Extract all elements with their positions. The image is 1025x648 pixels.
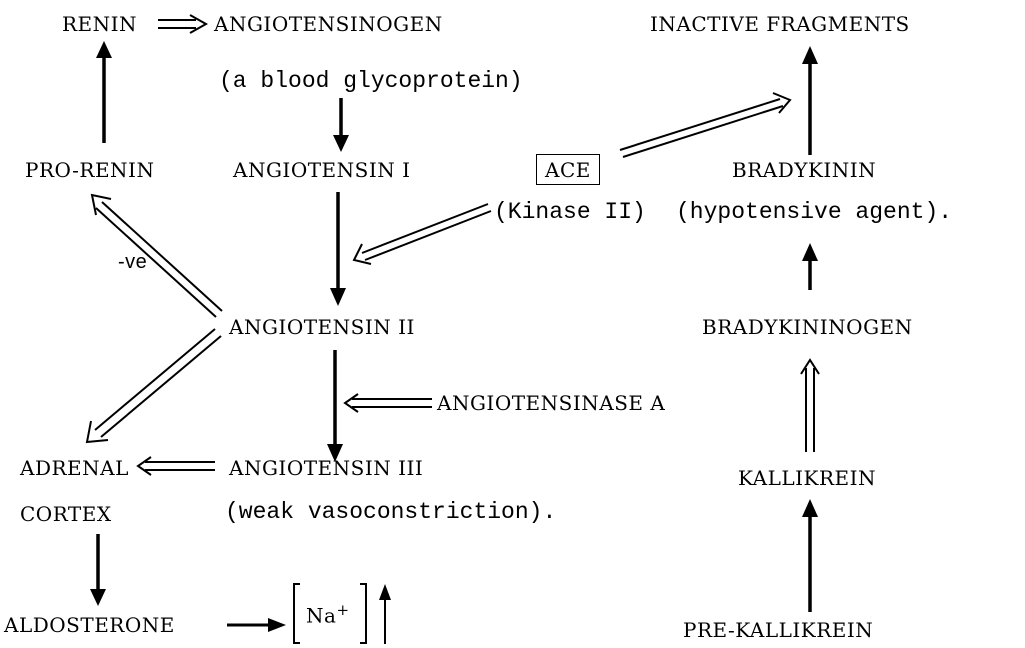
sodium-increase-arrow <box>379 584 391 644</box>
arrow-kallikrein-to-bradykininogen <box>800 358 820 452</box>
arrow-angiotensin-1-to-angiotensin-2 <box>330 192 346 306</box>
sodium-concentration-brackets <box>293 583 367 644</box>
arrow-ace-acts-on-angiotensin-1 <box>352 203 492 265</box>
label-negative-feedback: -ve <box>118 251 148 273</box>
arrow-negative-feedback-to-prorenin <box>90 193 223 318</box>
node-bradykinin-note: (hypotensive agent). <box>676 199 953 225</box>
node-bradykinin: BRADYKININ <box>732 158 877 182</box>
arrow-angiotensinogen-to-angiotensin-1 <box>333 98 349 152</box>
node-cortex: CORTEX <box>20 502 112 526</box>
arrow-prekallikrein-to-kallikrein <box>802 499 818 612</box>
arrow-adrenal-to-aldosterone <box>90 534 106 606</box>
node-inactive-fragments: INACTIVE FRAGMENTS <box>650 12 910 36</box>
node-angiotensinase-a: ANGIOTENSINASE A <box>437 391 666 415</box>
arrow-prorenin-to-renin <box>96 41 112 143</box>
node-ace-note: (Kinase II) <box>494 199 646 225</box>
arrow-angiotensinase-a-action <box>343 393 432 413</box>
node-adrenal: ADRENAL <box>20 456 129 480</box>
node-angiotensin-1: ANGIOTENSIN I <box>233 158 411 182</box>
node-kallikrein: KALLIKREIN <box>738 466 877 490</box>
node-pre-kallikrein: PRE-KALLIKREIN <box>683 618 874 642</box>
arrow-angiotensin-2-to-adrenal-cortex <box>85 328 222 444</box>
sodium-charge: + <box>336 601 350 619</box>
node-aldosterone: ALDOSTERONE <box>4 613 175 637</box>
node-bradykininogen: BRADYKININOGEN <box>702 315 913 339</box>
node-sodium: Na+ <box>306 598 350 628</box>
node-angiotensinogen: ANGIOTENSINOGEN <box>214 12 443 36</box>
node-angiotensin-2: ANGIOTENSIN II <box>229 315 415 339</box>
node-ace: ACE <box>536 154 600 185</box>
arrow-aldosterone-to-sodium <box>227 618 286 632</box>
node-angiotensinogen-note: (a blood glycoprotein) <box>219 68 523 94</box>
arrow-ace-to-inactive-fragments <box>619 92 792 158</box>
node-pro-renin: PRO-RENIN <box>25 158 155 182</box>
node-renin: RENIN <box>62 12 138 36</box>
arrow-angiotensin-3-to-adrenal <box>136 456 215 476</box>
node-angiotensin-3-note: (weak vasoconstriction). <box>225 499 557 525</box>
arrow-angiotensin-2-to-angiotensin-3 <box>327 350 343 462</box>
node-angiotensin-3: ANGIOTENSIN III <box>229 456 424 480</box>
arrow-renin-to-angiotensinogen <box>158 14 209 34</box>
arrow-bradykinin-to-inactive-fragments <box>802 46 818 155</box>
arrow-bradykininogen-to-bradykinin <box>802 243 818 290</box>
sodium-symbol: Na <box>306 603 337 628</box>
